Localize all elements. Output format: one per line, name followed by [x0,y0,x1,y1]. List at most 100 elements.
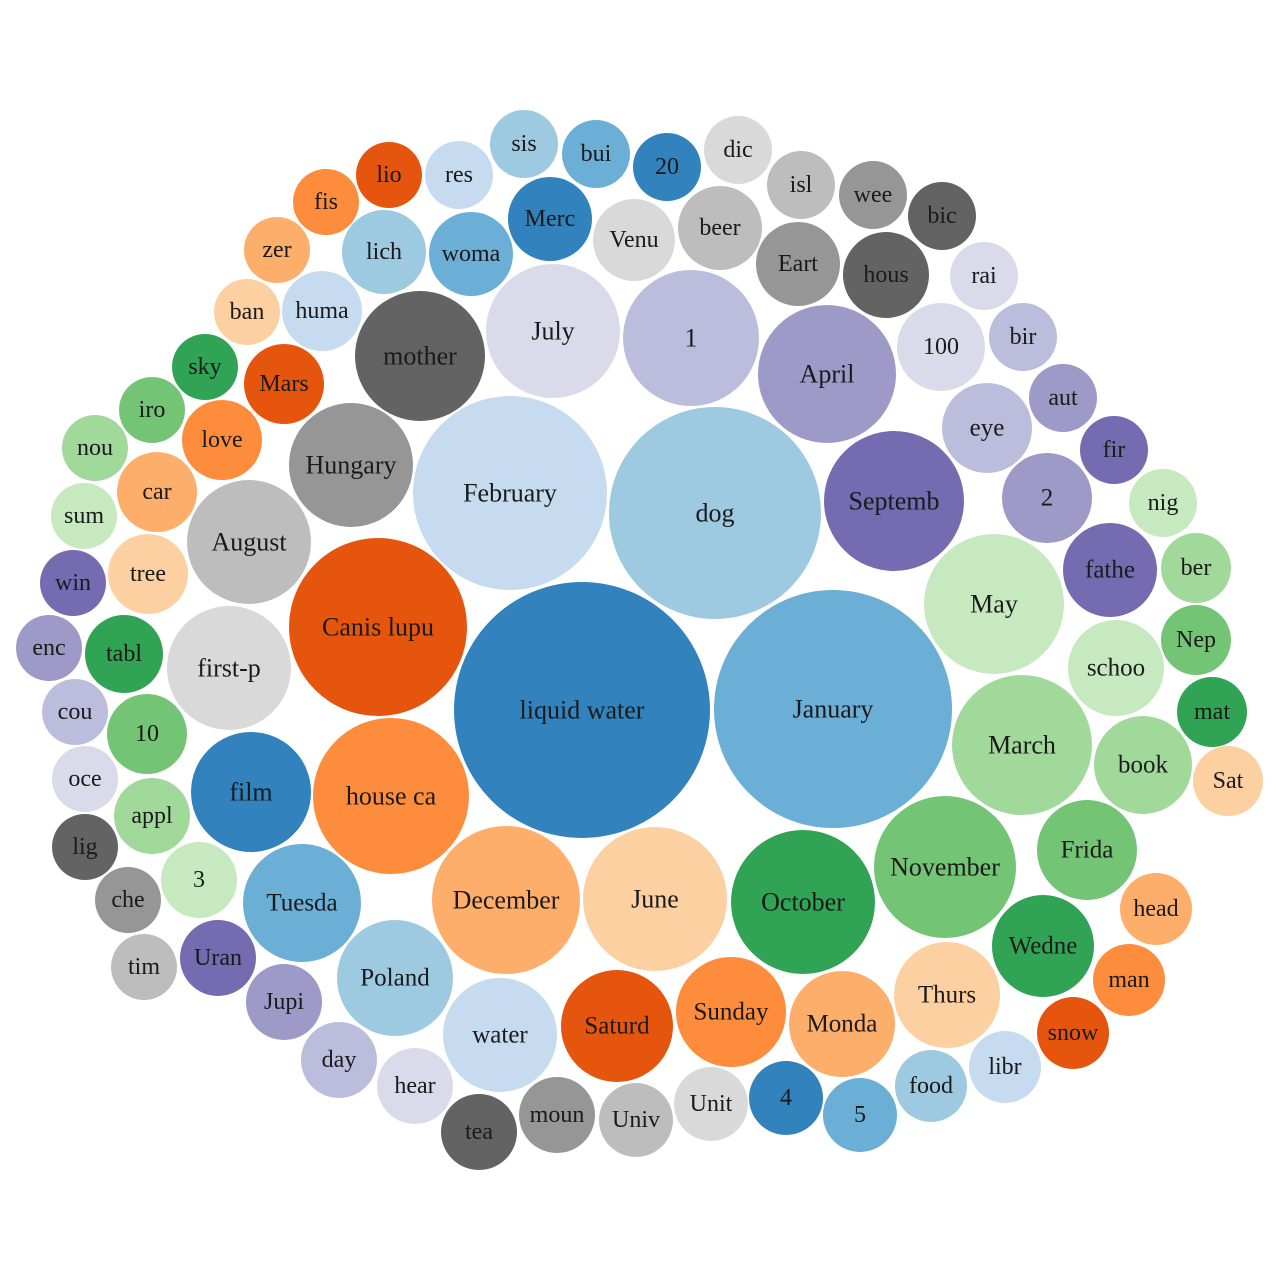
bubble-woma: woma [429,212,513,296]
bubble-june: June [583,827,727,971]
bubble-label: sis [511,131,536,157]
bubble-circle [674,1067,748,1141]
bubble-circle [1161,605,1231,675]
bubble-label: food [909,1073,953,1099]
bubble-circle [952,675,1092,815]
bubble-label: November [890,853,1000,882]
bubble-enc: enc [16,615,82,681]
bubble-monda: Monda [789,971,895,1077]
bubble-circle [823,1078,897,1152]
bubble-fir: fir [1080,416,1148,484]
bubble-december: December [432,826,580,974]
bubble-man: man [1093,944,1165,1016]
bubble-label: Nep [1176,627,1216,653]
bubble-label: August [211,528,287,557]
bubble-circle [42,679,108,745]
bubble-jupi: Jupi [246,964,322,1040]
bubble-label: Septemb [849,487,940,516]
bubble-canis-lupu: Canis lupu [289,538,467,716]
bubble-circle [425,141,493,209]
bubble-poland: Poland [337,920,453,1036]
bubble-circle [443,978,557,1092]
bubble-circle [1063,523,1157,617]
bubble-label: 4 [780,1085,792,1111]
bubble-circle [1193,746,1263,816]
bubble-1: 1 [623,270,759,406]
bubble-circle [191,732,311,852]
bubble-appl: appl [114,778,190,854]
bubble-circle [117,452,197,532]
bubble-circle [293,169,359,235]
bubble-label: film [229,778,272,807]
bubble-circle [1002,453,1092,543]
bubble-win: win [40,550,106,616]
bubble-huma: huma [282,271,362,351]
bubble-circle [1129,469,1197,537]
bubble-lig: lig [52,814,118,880]
bubble-label: Unit [690,1091,733,1117]
bubble-rai: rai [950,242,1018,310]
bubble-label: day [322,1047,357,1073]
bubble-merc: Merc [508,177,592,261]
bubble-label: head [1133,896,1178,922]
bubble-circle [1080,416,1148,484]
bubble-label: lig [72,834,97,860]
bubble-label: Uran [194,945,242,971]
bubble-label: hear [394,1073,435,1099]
bubble-res: res [425,141,493,209]
bubble-circle [897,303,985,391]
bubble-label: March [988,731,1056,760]
bubble-circle [824,431,964,571]
bubble-label: December [453,886,560,915]
bubble-circle [992,895,1094,997]
bubble-circle [289,403,413,527]
bubble-nep: Nep [1161,605,1231,675]
bubble-circle [119,377,185,443]
bubble-first-p: first-p [167,606,291,730]
bubble-uran: Uran [180,920,256,996]
bubble-label: bir [1010,324,1037,350]
bubble-circle [182,400,262,480]
bubble-univ: Univ [599,1083,673,1157]
bubble-circle [874,796,1016,938]
bubble-bir: bir [989,303,1057,371]
bubble-tuesda: Tuesda [243,844,361,962]
bubble-circle [52,814,118,880]
bubble-circle [490,110,558,178]
bubble-label: Merc [525,206,576,232]
bubble-label: January [793,695,874,724]
bubble-label: Univ [612,1107,660,1133]
bubble-label: water [472,1022,528,1049]
bubble-circle [1161,533,1231,603]
bubble-label: bui [581,141,612,167]
bubble-label: 2 [1041,485,1054,512]
bubble-label: Tuesda [266,890,337,917]
bubble-circle [1029,364,1097,432]
bubble-circle [111,934,177,1000]
bubble-label: moun [530,1102,585,1128]
bubble-eart: Eart [756,222,840,306]
bubble-label: 10 [135,721,159,747]
bubble-label: appl [131,803,173,829]
bubble-label: enc [32,635,65,661]
bubble-head: head [1120,873,1192,945]
bubble-isl: isl [767,151,835,219]
bubble-love: love [182,400,262,480]
bubble-libr: libr [969,1031,1041,1103]
bubble-tabl: tabl [85,615,163,693]
bubble-label: 20 [655,154,679,180]
bubble-circle [337,920,453,1036]
bubble-unit: Unit [674,1067,748,1141]
bubble-schoo: schoo [1068,620,1164,716]
bubble-label: 100 [923,334,959,360]
bubble-circle [895,1050,967,1122]
bubble-circle [40,550,106,616]
bubble-label: Wedne [1009,933,1078,960]
bubble-bui: bui [562,120,630,188]
bubble-fis: fis [293,169,359,235]
bubble-label: che [111,887,144,913]
bubble-label: schoo [1087,655,1145,682]
bubble-aut: aut [1029,364,1097,432]
bubble-label: first-p [197,654,261,683]
bubble-iro: iro [119,377,185,443]
